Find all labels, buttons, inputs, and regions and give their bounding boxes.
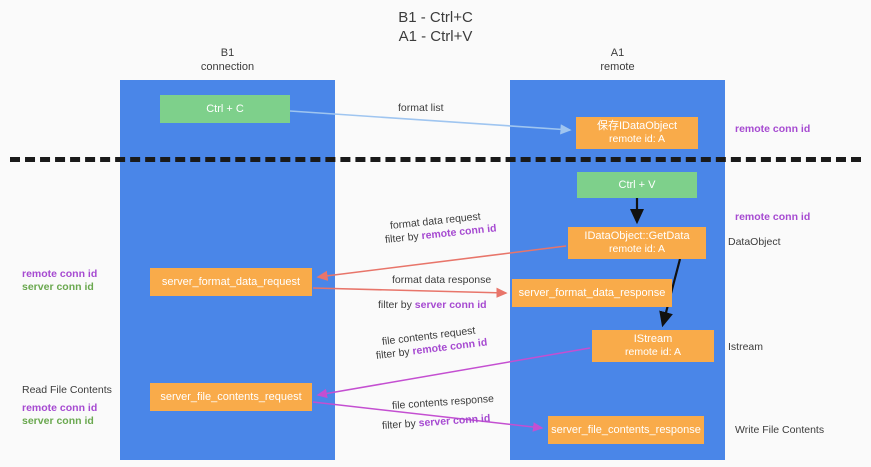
annotation-left-remote-conn-id-1: remote conn id bbox=[22, 268, 98, 280]
filter-prefix: filter by bbox=[384, 230, 423, 246]
swimlane-b1-name: B1 bbox=[220, 47, 235, 59]
annotation-left-remote-conn-id-2: remote conn id bbox=[22, 402, 98, 414]
annotation-left-server-conn-id-1: server conn id bbox=[22, 281, 94, 293]
node-idataobject[interactable]: 保存IDataObject remote id: A bbox=[576, 117, 698, 149]
node-server-file-contents-request[interactable]: server_file_contents_request bbox=[150, 383, 312, 411]
node-getdata-line1: IDataObject::GetData bbox=[584, 230, 690, 242]
node-istream[interactable]: IStream remote id: A bbox=[592, 330, 714, 362]
annotation-istream: Istream bbox=[728, 341, 764, 353]
node-istream-line1: IStream bbox=[633, 333, 673, 345]
diagram-title: B1 - Ctrl+C A1 - Ctrl+V bbox=[0, 8, 871, 46]
swimlane-a1-name: A1 bbox=[610, 47, 625, 59]
swimlane-header-b1: B1 connection bbox=[120, 46, 335, 74]
edge-format-data-response bbox=[312, 287, 508, 298]
edge-label-format-list: format list bbox=[398, 102, 444, 114]
diagram-title-line2: A1 - Ctrl+V bbox=[398, 28, 473, 45]
node-server-file-contents-response-label: server_file_contents_response bbox=[551, 423, 701, 436]
annotation-read-file-contents: Read File Contents bbox=[22, 384, 112, 396]
swimlane-b1-sub: connection bbox=[200, 61, 255, 73]
node-ctrl-v-label: Ctrl + V bbox=[618, 178, 656, 191]
filter-prefix: filter by bbox=[381, 417, 420, 432]
filter-key-server-conn-id: server conn id bbox=[418, 412, 491, 430]
node-server-format-data-response-label: server_format_data_response bbox=[518, 286, 666, 299]
annotation-left-server-conn-id-2: server conn id bbox=[22, 415, 94, 427]
annotation-remote-conn-id-mid: remote conn id bbox=[735, 211, 811, 223]
swimlane-a1-sub: remote bbox=[600, 61, 635, 73]
node-server-file-contents-request-label: server_file_contents_request bbox=[160, 390, 302, 403]
edge-label-format-data-response: format data response bbox=[392, 274, 492, 286]
filter-prefix: filter by bbox=[378, 299, 415, 311]
node-getdata-line2: remote id: A bbox=[608, 243, 666, 255]
node-ctrl-c-label: Ctrl + C bbox=[206, 102, 244, 115]
diagram-title-line1: B1 - Ctrl+C bbox=[398, 9, 473, 26]
swimlane-header-a1: A1 remote bbox=[510, 46, 725, 74]
filter-key-server-conn-id: server conn id bbox=[414, 299, 487, 311]
filter-prefix: filter by bbox=[375, 345, 414, 362]
node-idataobject-line2: remote id: A bbox=[608, 133, 666, 145]
edge-label-file-contents-response: file contents response bbox=[391, 392, 495, 412]
node-server-format-data-request[interactable]: server_format_data_request bbox=[150, 268, 312, 296]
phase-divider bbox=[10, 157, 861, 162]
node-idataobject-getdata[interactable]: IDataObject::GetData remote id: A bbox=[568, 227, 706, 259]
node-idataobject-line1: 保存IDataObject bbox=[596, 120, 678, 132]
node-ctrl-v[interactable]: Ctrl + V bbox=[577, 172, 697, 198]
annotation-dataobject: DataObject bbox=[728, 236, 781, 248]
node-server-file-contents-response[interactable]: server_file_contents_response bbox=[548, 416, 704, 444]
node-server-format-data-response[interactable]: server_format_data_response bbox=[512, 279, 672, 307]
edge-label-file-contents-response-filter: filter by server conn id bbox=[382, 411, 491, 433]
node-ctrl-c[interactable]: Ctrl + C bbox=[160, 95, 290, 123]
annotation-write-file-contents: Write File Contents bbox=[735, 424, 825, 436]
node-istream-line2: remote id: A bbox=[624, 346, 682, 358]
edge-label-format-data-response-filter: filter by server conn id bbox=[378, 298, 487, 312]
node-server-format-data-request-label: server_format_data_request bbox=[161, 275, 301, 288]
annotation-remote-conn-id-top: remote conn id bbox=[735, 123, 811, 135]
